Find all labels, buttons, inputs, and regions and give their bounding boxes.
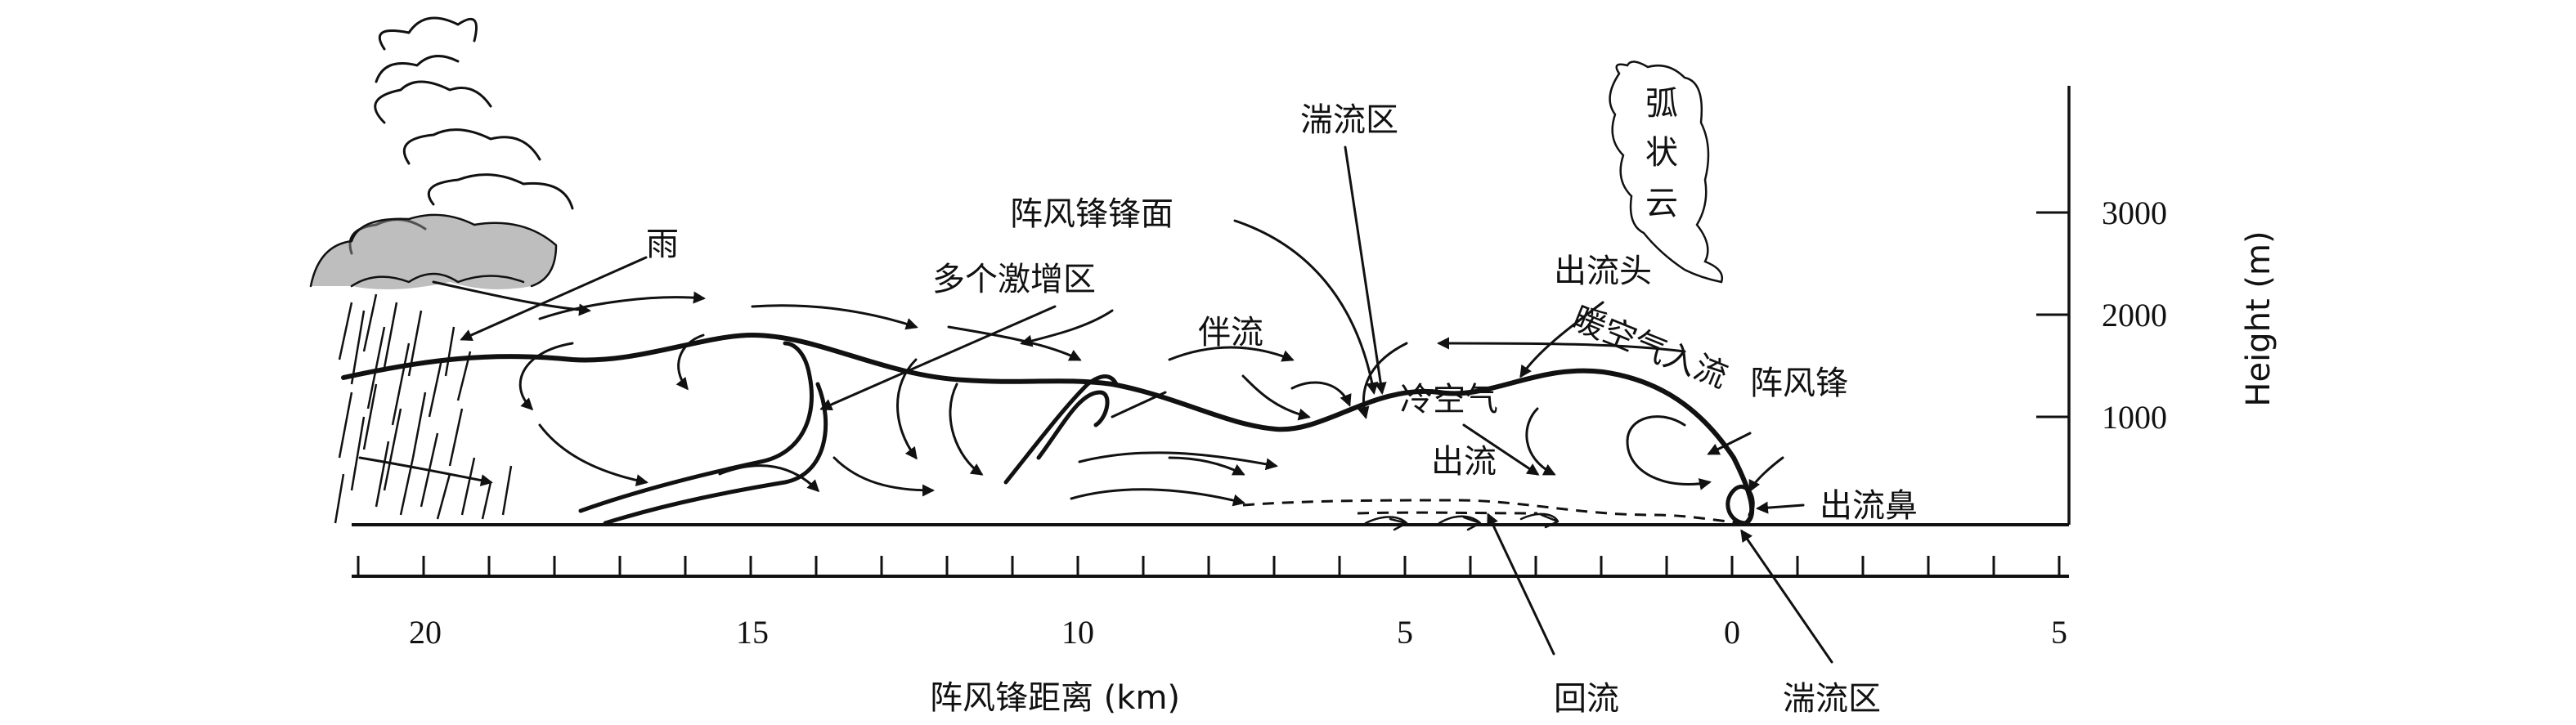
surge-eddy-1 bbox=[581, 343, 812, 511]
label-outflow-nose: 出流鼻 bbox=[1820, 487, 1918, 525]
backflow-dashed-line bbox=[1358, 512, 1537, 513]
label-gust-front: 阵风锋 bbox=[1750, 365, 1848, 402]
label-rain: 雨 bbox=[646, 226, 679, 263]
distance-tick-label: 15 bbox=[736, 614, 769, 651]
distance-tick-label: 10 bbox=[1061, 614, 1094, 651]
label-backflow: 回流 bbox=[1554, 680, 1619, 718]
label-arc-cloud: 弧 状 云 bbox=[1645, 85, 1678, 222]
label-accompanying-flow: 伴流 bbox=[1198, 314, 1263, 351]
surge-eddy-2 bbox=[605, 384, 826, 523]
height-tick-label: 2000 bbox=[2102, 297, 2167, 333]
label-gust-front-face: 阵风锋锋面 bbox=[1010, 195, 1174, 233]
backflow-arcs bbox=[1366, 514, 1558, 530]
distance-tick-label: 20 bbox=[409, 614, 442, 651]
flow-arrows bbox=[360, 282, 1783, 503]
label-turbulence-bottom: 湍流区 bbox=[1783, 680, 1881, 718]
distance-tick-label: 5 bbox=[1397, 614, 1413, 651]
distance-axis-title: 阵风锋距离 (km) bbox=[930, 679, 1180, 717]
distance-tick-label: 0 bbox=[1724, 614, 1740, 651]
label-warm-inflow: 暖空气入流 bbox=[1567, 300, 1733, 396]
distance-tick-label: 5 bbox=[2051, 614, 2067, 651]
backflow-dashed-line bbox=[1243, 500, 1746, 523]
height-tick-label: 1000 bbox=[2102, 399, 2167, 436]
label-cold-air: 冷空气 bbox=[1400, 381, 1498, 418]
label-turbulence-top: 湍流区 bbox=[1300, 101, 1398, 139]
height-tick-label: 3000 bbox=[2102, 195, 2167, 231]
height-axis: 1000 2000 3000 Height (m) bbox=[2036, 86, 2278, 525]
arc-cloud-char: 云 bbox=[1645, 185, 1678, 222]
label-outflow: 出流 bbox=[1431, 443, 1497, 481]
arc-cloud-char: 状 bbox=[1645, 134, 1678, 172]
height-axis-title: Height (m) bbox=[2240, 230, 2278, 406]
rain-cloud-base bbox=[311, 215, 556, 289]
label-multi-surge: 多个激增区 bbox=[932, 261, 1096, 298]
arc-cloud-char: 弧 bbox=[1645, 85, 1678, 123]
cumulus-cloud bbox=[350, 18, 572, 253]
label-outflow-head: 出流头 bbox=[1554, 253, 1652, 290]
